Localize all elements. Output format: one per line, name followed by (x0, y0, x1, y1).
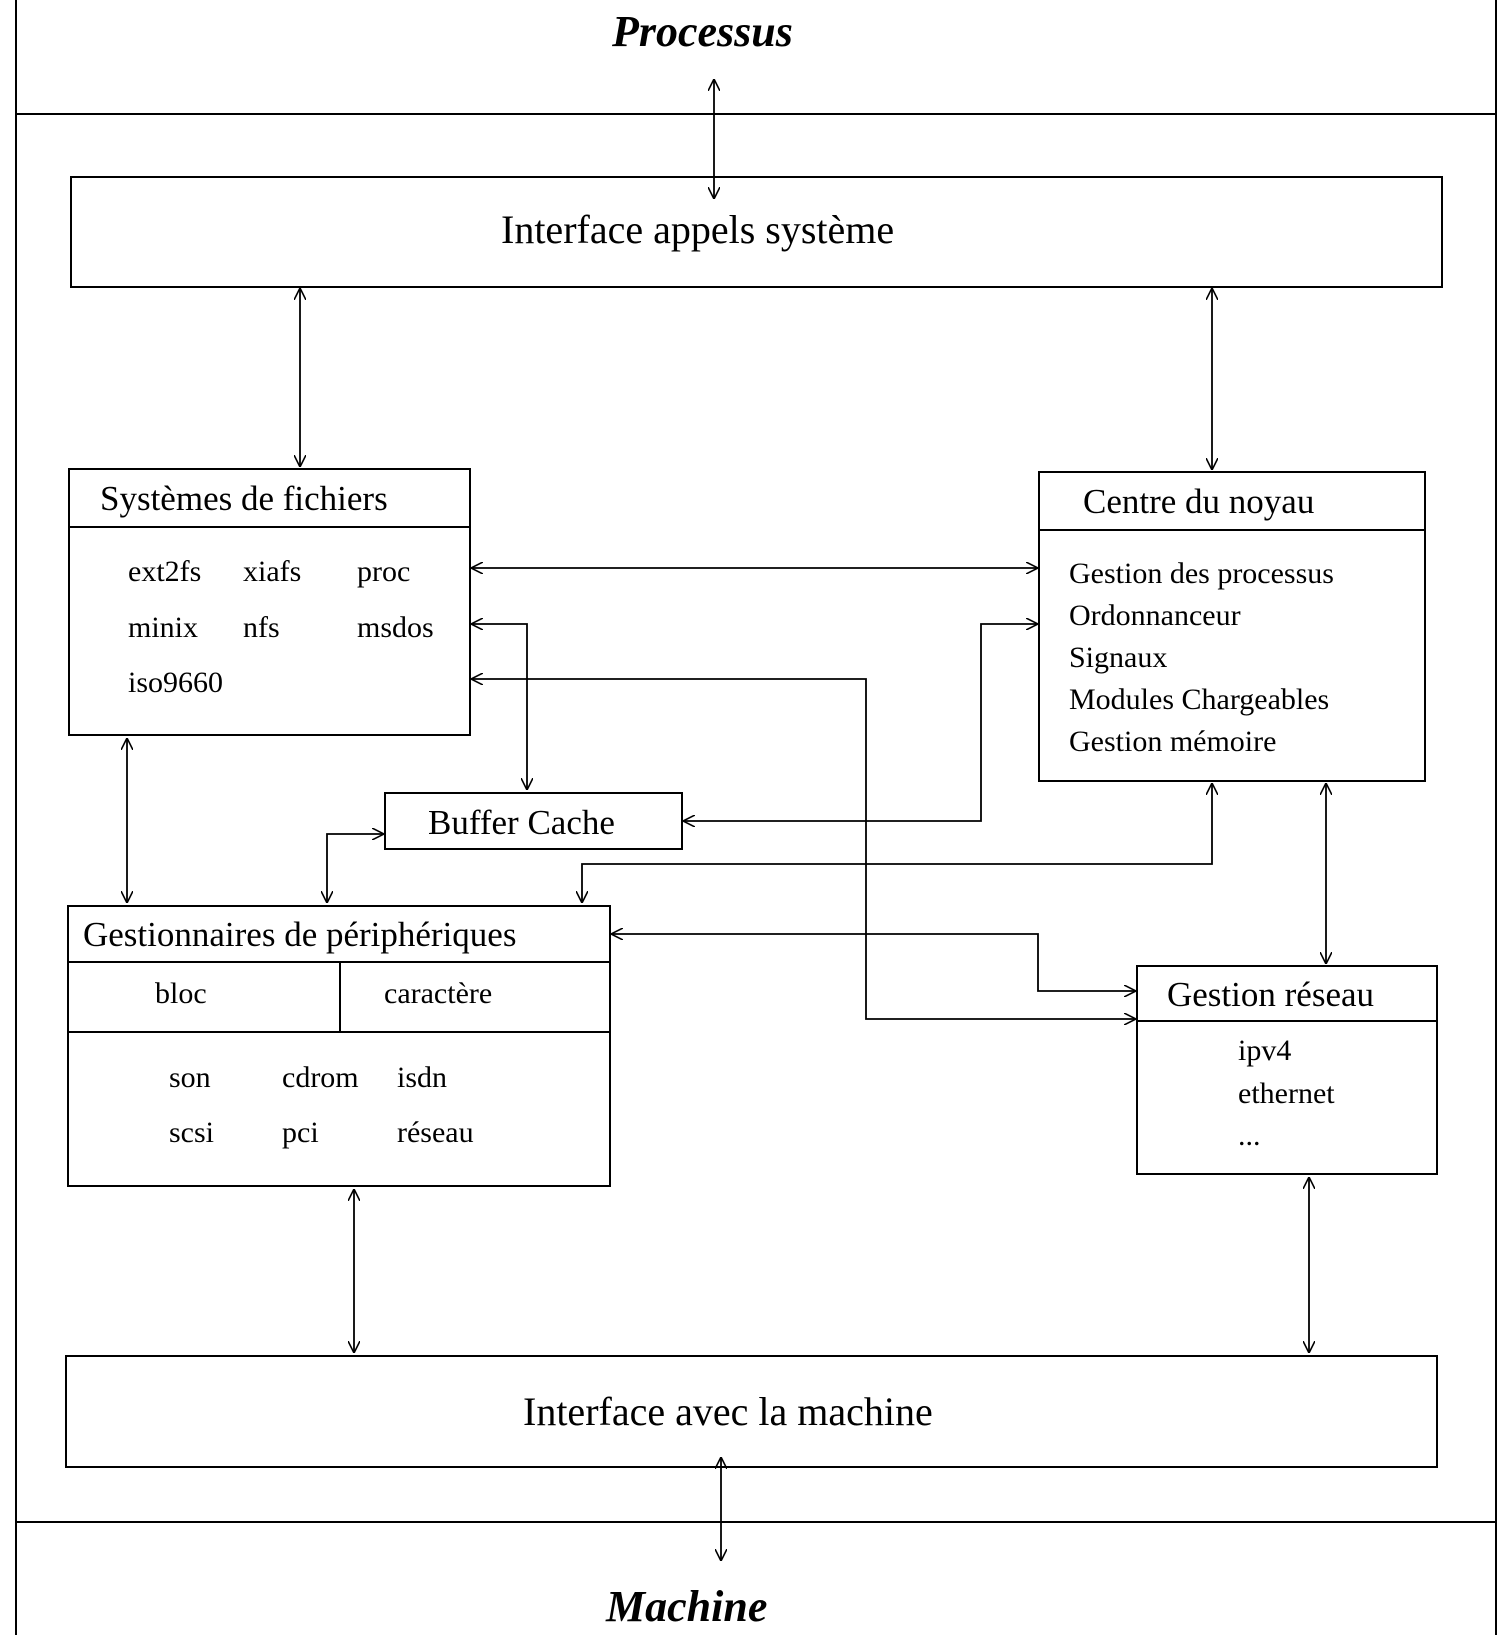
network-item-more: ... (1238, 1119, 1261, 1152)
fs-item-nfs: nfs (243, 611, 280, 644)
kernel-item-memory: Gestion mémoire (1069, 725, 1277, 758)
network-box (1136, 965, 1438, 1175)
syscall-interface-label: Interface appels système (501, 207, 895, 252)
buffer-cache-label: Buffer Cache (428, 803, 615, 842)
device-item-pci: pci (282, 1116, 319, 1149)
machine-label: Machine (606, 1582, 768, 1631)
fs-item-ext2fs: ext2fs (128, 555, 202, 588)
kernel-item-signals: Signaux (1069, 641, 1168, 674)
syscall-interface-box (70, 176, 1443, 288)
kernel-core-box (1038, 471, 1426, 782)
arrow-buffercache-devices (327, 834, 383, 902)
machine-interface-box (65, 1355, 1438, 1468)
fs-item-minix: minix (128, 611, 199, 644)
filesystems-title: Systèmes de fichiers (100, 479, 388, 518)
device-item-reseau: réseau (397, 1116, 474, 1149)
arrow-filesystems-buffercache (472, 624, 527, 789)
device-item-scsi: scsi (169, 1116, 214, 1149)
fs-item-proc: proc (357, 555, 411, 588)
network-item-ipv4: ipv4 (1238, 1034, 1292, 1067)
device-item-cdrom: cdrom (282, 1061, 359, 1094)
fs-item-xiafs: xiafs (243, 555, 302, 588)
arrow-kernel-devices (582, 784, 1212, 902)
arrow-devices-network (612, 934, 1135, 991)
machine-interface-label: Interface avec la machine (523, 1389, 933, 1434)
network-title: Gestion réseau (1167, 975, 1375, 1014)
network-item-ethernet: ethernet (1238, 1077, 1335, 1110)
kernel-item-scheduler: Ordonnanceur (1069, 599, 1241, 632)
arrow-kernel-buffercache (684, 624, 1037, 821)
devices-column-bloc: bloc (155, 977, 207, 1010)
fs-item-iso9660: iso9660 (128, 666, 224, 699)
kernel-item-processes: Gestion des processus (1069, 557, 1334, 590)
fs-item-msdos: msdos (357, 611, 434, 644)
device-drivers-box (67, 905, 611, 1187)
devices-title: Gestionnaires de périphériques (83, 915, 517, 954)
kernel-item-modules: Modules Chargeables (1069, 683, 1330, 716)
device-item-isdn: isdn (397, 1061, 448, 1094)
kernel-title: Centre du noyau (1083, 482, 1315, 521)
device-item-son: son (169, 1061, 211, 1094)
devices-column-caractere: caractère (384, 977, 493, 1010)
processus-label: Processus (612, 7, 793, 56)
filesystems-box (68, 468, 471, 736)
